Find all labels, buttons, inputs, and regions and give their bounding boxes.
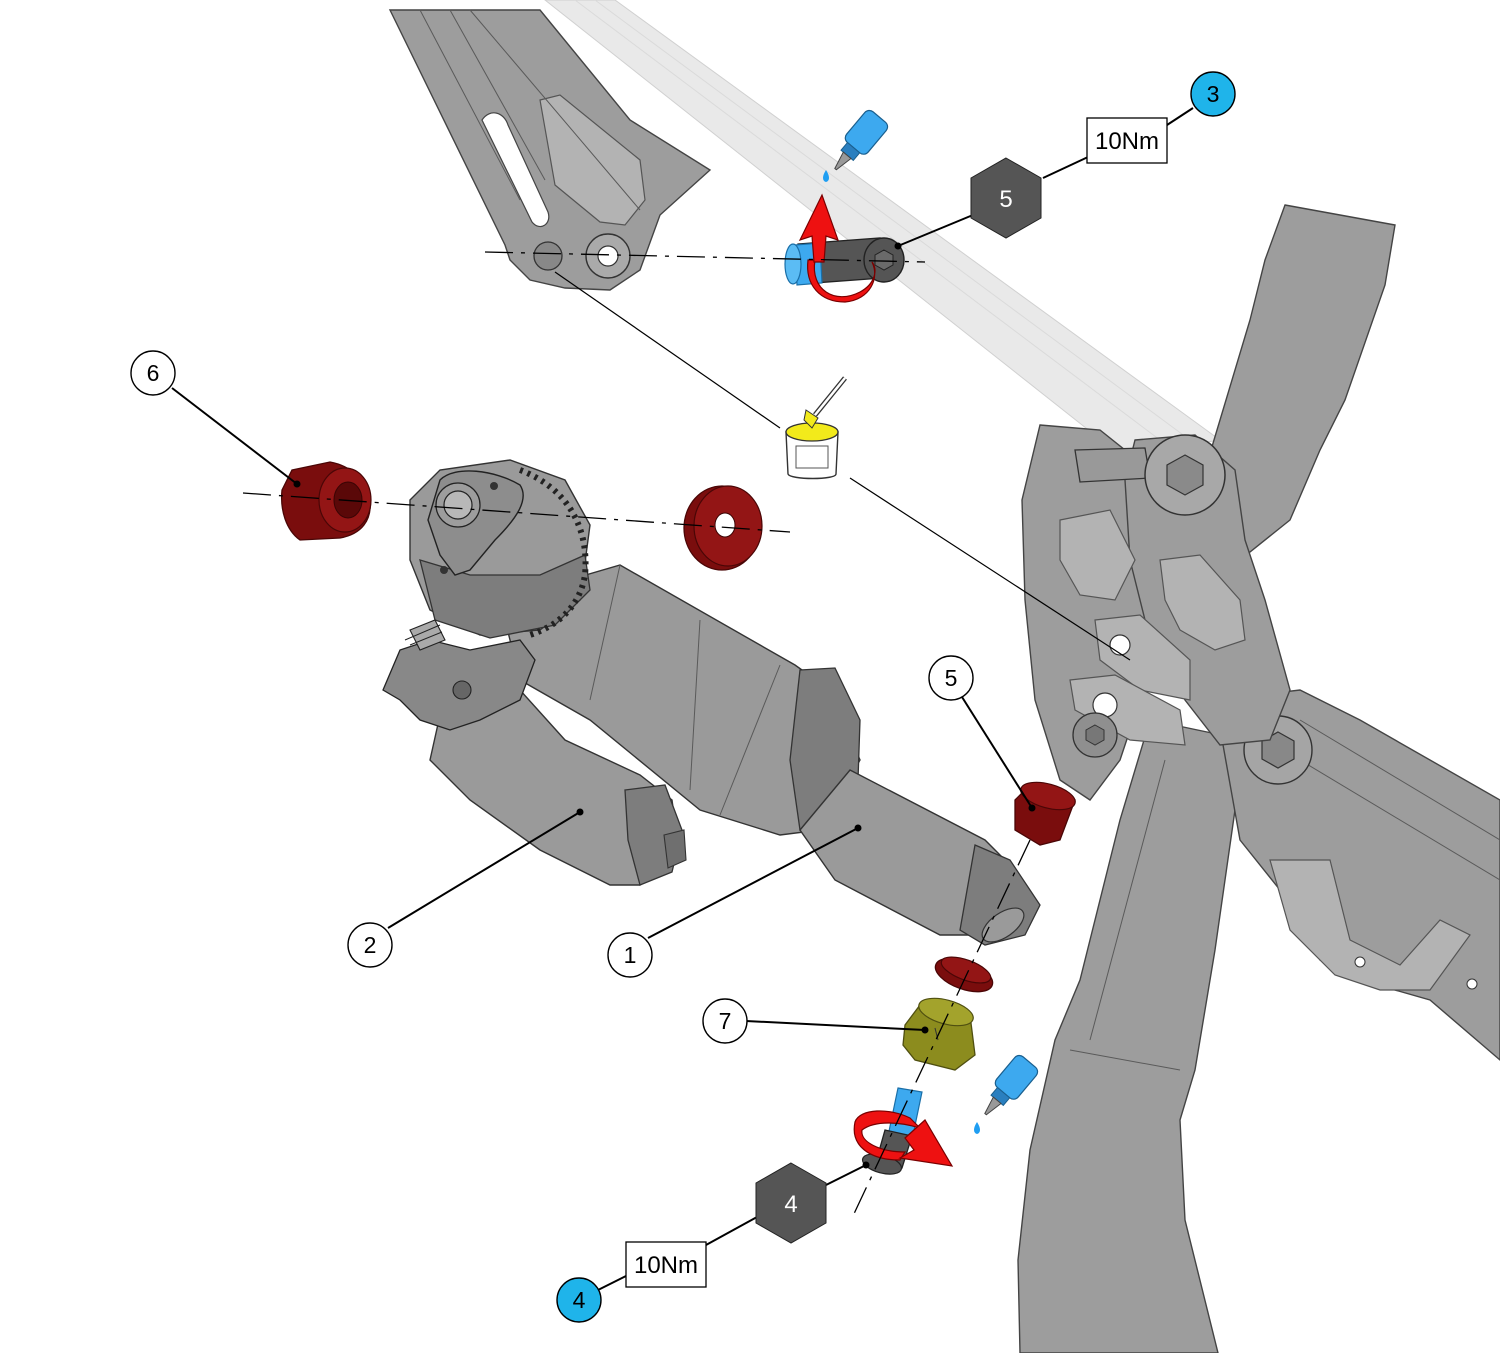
reference-lines (554, 271, 1131, 661)
threadlocker-bottle-icon-top (834, 109, 889, 171)
bushing-6-top-left (280, 461, 372, 541)
callout-2-label: 2 (364, 932, 377, 958)
callout-7: 7 (702, 998, 748, 1044)
callout-3: 3 (1190, 71, 1236, 117)
rear-shock (382, 459, 1041, 946)
threadlocker-drop-bottom (974, 1122, 980, 1134)
callout-5: 5 (928, 655, 974, 701)
tool-hex-bottom: 4 (755, 1162, 827, 1244)
callout-4-label: 4 (573, 1287, 586, 1313)
bike-frame (1017, 204, 1500, 1353)
tighten-arrow-icon-top (798, 193, 876, 303)
torque-label-bottom-text: 10Nm (634, 1252, 698, 1279)
torque-label-top-text: 10Nm (1095, 128, 1159, 155)
torque-label-top: 10Nm (1086, 117, 1168, 164)
upper-link-arm (388, 9, 712, 291)
callout-1: 1 (607, 932, 653, 978)
spacer-7-olive (902, 997, 976, 1071)
tool-hex-top: 5 (970, 157, 1042, 239)
callout-6-label: 6 (147, 360, 160, 386)
frame-linkage (1021, 424, 1291, 801)
leader-lines (171, 107, 1194, 1291)
centerlines (242, 251, 1031, 1219)
callout-5-label: 5 (945, 665, 958, 691)
grease-pot-icon (785, 376, 847, 480)
washer-red-lower (934, 956, 994, 993)
tool-hex-top-label: 5 (999, 186, 1012, 213)
bushing-top-right-ring (683, 485, 763, 571)
callout-1-label: 1 (624, 942, 637, 968)
callout-2: 2 (347, 922, 393, 968)
torque-label-bottom: 10Nm (625, 1241, 707, 1288)
callout-6: 6 (130, 350, 176, 396)
callout-3-label: 3 (1207, 81, 1220, 107)
bushing-5-lower (1014, 781, 1076, 846)
tighten-arrow-icon-bottom (853, 1110, 954, 1167)
threadlocker-drop-top (823, 170, 829, 182)
threadlocker-bottle-icon-bottom (984, 1054, 1039, 1116)
tool-hex-bottom-label: 4 (784, 1191, 797, 1218)
callout-7-label: 7 (719, 1008, 732, 1034)
callout-4: 4 (556, 1277, 602, 1323)
